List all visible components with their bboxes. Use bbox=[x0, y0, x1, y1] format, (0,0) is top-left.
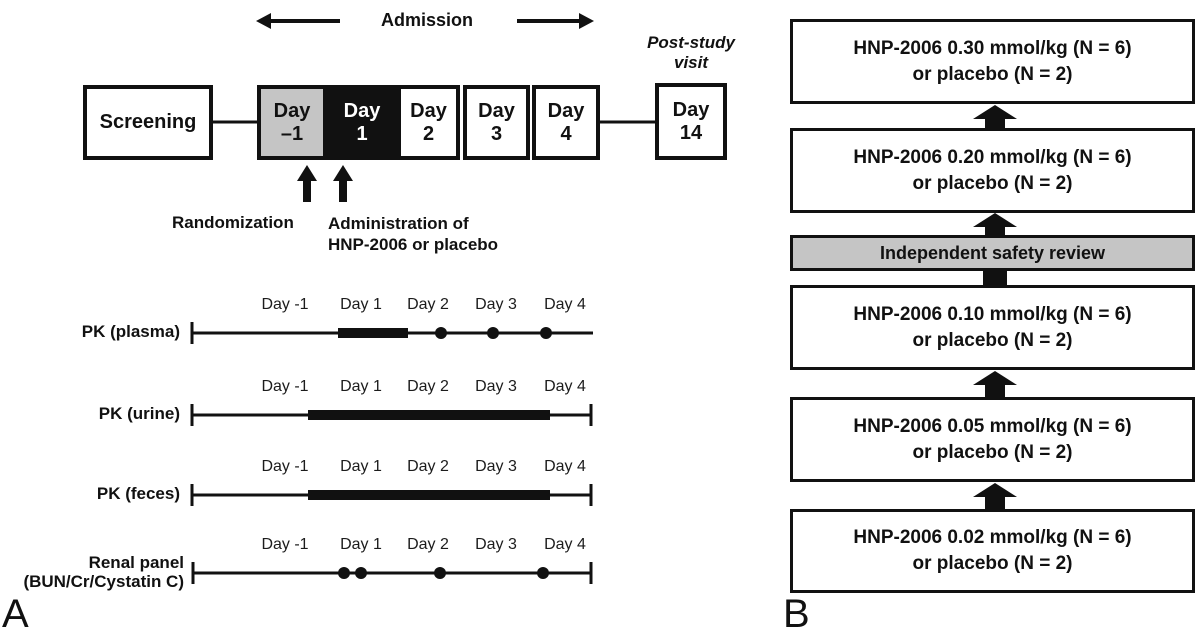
safety-review-label: Independent safety review bbox=[879, 242, 1106, 263]
escalation-connector-stem bbox=[983, 270, 1007, 285]
screening-box: Screening bbox=[83, 85, 213, 160]
day-3-line1: Day bbox=[478, 99, 515, 122]
dose-0.02-line1: HNP-2006 0.02 mmol/kg (N = 6) bbox=[853, 527, 1132, 548]
day-label: Day 3 bbox=[475, 378, 517, 395]
pk-plasma-sample-dot bbox=[487, 327, 499, 339]
dose-0.20-line2: or placebo (N = 2) bbox=[912, 172, 1073, 194]
day-label: Day 3 bbox=[475, 296, 517, 313]
dose-0.10-line1: HNP-2006 0.10 mmol/kg (N = 6) bbox=[853, 303, 1132, 325]
day-1-box: Day 1 bbox=[327, 85, 397, 160]
dose-0.30-line1: HNP-2006 0.30 mmol/kg (N = 6) bbox=[853, 37, 1132, 59]
dose-0.10-line2: or placebo (N = 2) bbox=[912, 329, 1073, 351]
day-label: Day 4 bbox=[544, 296, 586, 313]
pk-plasma-infusion-bar bbox=[338, 328, 408, 338]
day-14-box: Day 14 bbox=[655, 83, 727, 160]
day-label: Day 1 bbox=[340, 536, 382, 553]
post-study-visit-label: Post-study visit bbox=[631, 33, 751, 73]
dose-box-0.10: HNP-2006 0.10 mmol/kg (N = 6) or placebo… bbox=[790, 285, 1195, 370]
admission-label: Admission bbox=[380, 10, 473, 30]
day-14-line2: 14 bbox=[679, 121, 703, 144]
day-label: Day 2 bbox=[407, 378, 449, 395]
post-study-line1: Post-study bbox=[647, 33, 735, 52]
administration-line2: HNP-2006 or placebo bbox=[328, 235, 499, 254]
renal-panel-label: Renal panel (BUN/Cr/Cystatin C) bbox=[0, 553, 184, 591]
randomization-label: Randomization bbox=[172, 213, 294, 232]
day-label: Day 3 bbox=[475, 536, 517, 553]
day-label: Day 4 bbox=[544, 458, 586, 475]
escalation-arrow-1 bbox=[973, 483, 1017, 509]
dose-0.02-line2: or placebo (N = 2) bbox=[912, 553, 1073, 574]
day-label: Day 1 bbox=[340, 378, 382, 395]
renal-panel-timeline bbox=[191, 562, 593, 584]
day-label: Day -1 bbox=[261, 378, 309, 395]
day-label: Day 1 bbox=[340, 458, 382, 475]
administration-label: Administration of HNP-2006 or placebo bbox=[328, 213, 498, 255]
pk-plasma-sample-dot bbox=[435, 327, 447, 339]
renal-panel-line2: (BUN/Cr/Cystatin C) bbox=[23, 572, 184, 591]
day-1-line2: 1 bbox=[356, 122, 368, 145]
day-14-line1: Day bbox=[672, 98, 710, 121]
day-label: Day 2 bbox=[407, 296, 449, 313]
day-4-line2: 4 bbox=[560, 122, 572, 145]
safety-review-box: Independent safety review bbox=[790, 235, 1195, 271]
pk-plasma-timeline bbox=[190, 322, 593, 344]
dose-0.05-line1: HNP-2006 0.05 mmol/kg (N = 6) bbox=[853, 415, 1132, 437]
day-3-line2: 3 bbox=[490, 122, 503, 145]
renal-panel-line1: Renal panel bbox=[88, 553, 184, 572]
day-label: Day 3 bbox=[475, 458, 517, 475]
day-label: Day 2 bbox=[407, 458, 449, 475]
post-study-line2: visit bbox=[673, 53, 709, 72]
admission-right-arrow bbox=[517, 13, 594, 29]
day-2-line2: 2 bbox=[422, 122, 435, 145]
day-4-line1: Day bbox=[547, 99, 585, 122]
pk-urine-timeline bbox=[190, 404, 593, 426]
day-label: Day 4 bbox=[544, 536, 586, 553]
panel-a-letter: A bbox=[2, 592, 29, 634]
dose-0.20-line1: HNP-2006 0.20 mmol/kg (N = 6) bbox=[853, 146, 1132, 168]
pk-feces-timeline bbox=[190, 484, 593, 506]
day-4-box: Day 4 bbox=[532, 85, 600, 160]
panel-b-letter: B bbox=[783, 592, 810, 634]
day-label: Day -1 bbox=[261, 296, 309, 313]
screening-label: Screening bbox=[99, 111, 197, 133]
day-1-line1: Day bbox=[343, 99, 381, 122]
day-label: Day -1 bbox=[261, 458, 309, 475]
day-label: Day 2 bbox=[407, 536, 449, 553]
renal-sample-dot bbox=[537, 567, 549, 579]
day-2-line1: Day bbox=[410, 99, 447, 122]
pk-plasma-sample-dot bbox=[540, 327, 552, 339]
day-2-box: Day 2 bbox=[397, 85, 460, 160]
administration-arrow bbox=[333, 165, 353, 202]
day-minus1-line2: –1 bbox=[280, 122, 304, 145]
administration-line1: Administration of bbox=[328, 214, 469, 233]
dose-box-0.05: HNP-2006 0.05 mmol/kg (N = 6) or placebo… bbox=[790, 397, 1195, 482]
admission-left-arrow bbox=[256, 13, 340, 29]
dose-0.30-line2: or placebo (N = 2) bbox=[912, 63, 1073, 85]
pk-urine-collection-bar bbox=[308, 410, 550, 420]
pk-feces-collection-bar bbox=[308, 490, 550, 500]
escalation-arrow-4 bbox=[973, 105, 1017, 128]
dose-box-0.02: HNP-2006 0.02 mmol/kg (N = 6) or placebo… bbox=[790, 509, 1195, 593]
dose-0.05-line2: or placebo (N = 2) bbox=[912, 441, 1073, 463]
renal-sample-dot bbox=[355, 567, 367, 579]
renal-sample-dot bbox=[338, 567, 350, 579]
dose-box-0.30: HNP-2006 0.30 mmol/kg (N = 6) or placebo… bbox=[790, 19, 1195, 104]
escalation-arrow-3 bbox=[973, 213, 1017, 235]
pk-plasma-label: PK (plasma) bbox=[81, 322, 180, 341]
escalation-arrow-2 bbox=[973, 371, 1017, 397]
day-label: Day 1 bbox=[340, 296, 382, 313]
day-3-box: Day 3 bbox=[463, 85, 530, 160]
renal-sample-dot bbox=[434, 567, 446, 579]
dose-box-0.20: HNP-2006 0.20 mmol/kg (N = 6) or placebo… bbox=[790, 128, 1195, 213]
day-label: Day 4 bbox=[544, 378, 586, 395]
pk-urine-label: PK (urine) bbox=[98, 404, 180, 423]
day-minus1-line1: Day bbox=[273, 99, 311, 122]
pk-feces-label: PK (feces) bbox=[96, 484, 180, 503]
day-label: Day -1 bbox=[261, 536, 309, 553]
randomization-arrow bbox=[297, 165, 317, 202]
day-minus1-box: Day –1 bbox=[257, 85, 327, 160]
